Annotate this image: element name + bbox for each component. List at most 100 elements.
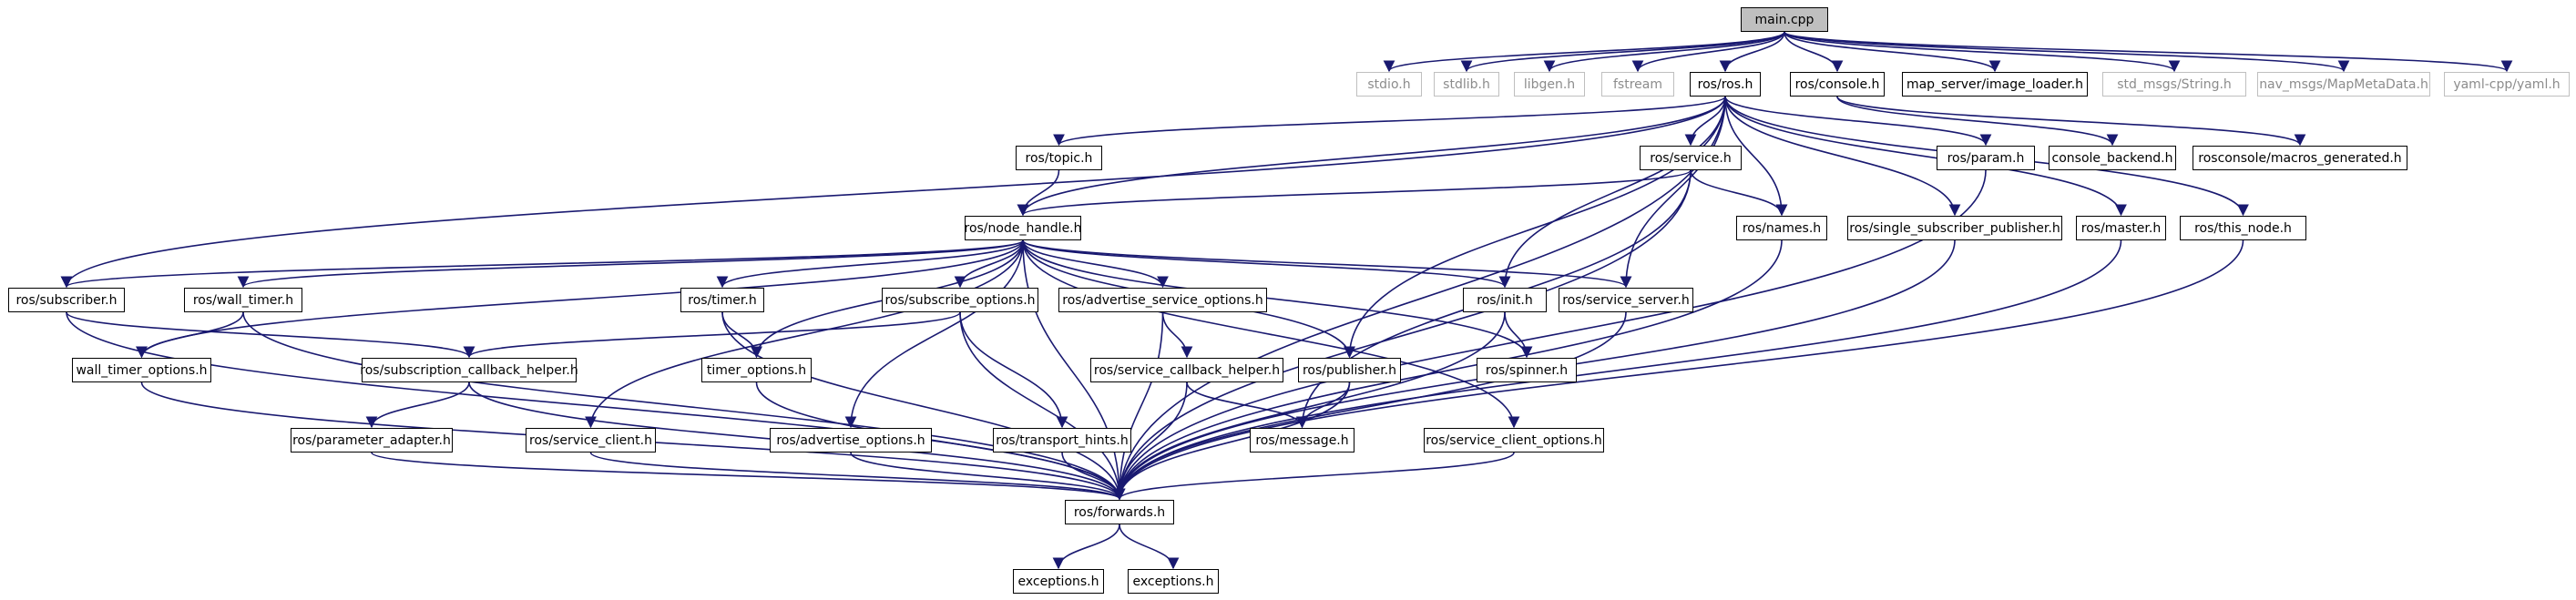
node-parameter-adapter-h[interactable]: ros/parameter_adapter.h <box>291 428 453 453</box>
node-ros-service-h[interactable]: ros/service.h <box>1640 146 1742 170</box>
edge-subscriber-to-subcbhelper <box>66 311 475 359</box>
node-exceptions-h-right[interactable]: exceptions.h <box>1128 569 1219 594</box>
edge-srvclient-to-forwards <box>589 452 1126 501</box>
edge-rosros-to-names <box>1724 96 1788 217</box>
edge-advsrvopts-to-forwards <box>1113 311 1164 501</box>
node-stdio-h[interactable]: stdio.h <box>1356 72 1422 97</box>
node-wall-timer-options-h[interactable]: wall_timer_options.h <box>72 358 211 382</box>
node-console-backend-h[interactable]: console_backend.h <box>2049 146 2176 170</box>
edge-service-to-forwards <box>1113 169 1692 501</box>
edge-nodehandle-to-spinner <box>1022 239 1533 359</box>
edge-advsrvopts-to-srvcbhelper <box>1161 311 1193 359</box>
edge-rosros-to-singlesub <box>1724 96 1961 217</box>
edge-service-to-names <box>1690 169 1788 217</box>
node-ros-spinner-h[interactable]: ros/spinner.h <box>1477 358 1577 382</box>
node-stdlib-h[interactable]: stdlib.h <box>1434 72 1499 97</box>
edge-timeropts-to-forwards <box>755 381 1126 501</box>
edge-nodehandle-to-advopts <box>844 239 1024 429</box>
node-macros-generated-h[interactable]: rosconsole/macros_generated.h <box>2193 146 2407 170</box>
edge-rosconsole-to-consolebk <box>1836 96 2119 147</box>
edge-rosros-to-forwards <box>1113 96 1726 501</box>
edge-nodehandle-to-advsrvopts <box>1022 239 1169 289</box>
edge-subopts-to-subcbhelper <box>463 311 961 359</box>
edge-names-to-forwards <box>1113 239 1783 501</box>
node-fstream[interactable]: fstream <box>1601 72 1674 97</box>
node-ros-this-node-h[interactable]: ros/this_node.h <box>2180 216 2306 240</box>
edge-main-to-imgloader <box>1784 31 2001 73</box>
node-service-callback-helper-h[interactable]: ros/service_callback_helper.h <box>1090 358 1283 382</box>
edge-nodehandle-to-forwards <box>1022 239 1126 501</box>
edge-walltimer-to-forwards <box>242 311 1126 501</box>
node-ros-subscriber-h[interactable]: ros/subscriber.h <box>8 288 125 312</box>
node-main-cpp[interactable]: main.cpp <box>1741 7 1828 32</box>
node-ros-master-h[interactable]: ros/master.h <box>2076 216 2166 240</box>
node-ros-param-h[interactable]: ros/param.h <box>1937 146 2035 170</box>
edge-main-to-rosconsole <box>1784 31 1844 73</box>
edge-init-to-forwards <box>1113 311 1506 501</box>
node-image-loader-h[interactable]: map_server/image_loader.h <box>1902 72 2088 97</box>
edge-subopts-to-transporthints <box>959 311 1068 429</box>
node-ros-ros-h[interactable]: ros/ros.h <box>1690 72 1761 97</box>
node-ros-console-h[interactable]: ros/console.h <box>1790 72 1885 97</box>
node-ros-node-handle-h[interactable]: ros/node_handle.h <box>965 216 1082 240</box>
edge-main-to-fstream <box>1631 31 1785 73</box>
node-ros-names-h[interactable]: ros/names.h <box>1736 216 1827 240</box>
edge-nodehandle-to-walltimer <box>237 239 1024 289</box>
edge-rosros-to-publisher <box>1344 96 1726 359</box>
node-libgen-h[interactable]: libgen.h <box>1514 72 1585 97</box>
node-timer-options-h[interactable]: timer_options.h <box>701 358 812 382</box>
node-ros-timer-h[interactable]: ros/timer.h <box>680 288 764 312</box>
node-service-client-h[interactable]: ros/service_client.h <box>526 428 656 453</box>
edge-rosros-to-subscriber <box>60 96 1726 289</box>
node-subscribe-options-h[interactable]: ros/subscribe_options.h <box>882 288 1038 312</box>
edge-main-to-stdio <box>1383 31 1785 73</box>
edge-nodehandle-to-srvclient <box>585 239 1024 429</box>
edge-srvserver-to-forwards <box>1113 311 1627 501</box>
edge-rosconsole-to-macros <box>1836 96 2306 147</box>
node-service-client-options-h[interactable]: ros/service_client_options.h <box>1424 428 1604 453</box>
node-advertise-options-h[interactable]: ros/advertise_options.h <box>770 428 932 453</box>
node-advertise-service-options-h[interactable]: ros/advertise_service_options.h <box>1058 288 1267 312</box>
node-service-server-h[interactable]: ros/service_server.h <box>1559 288 1693 312</box>
edge-subcbhelper-to-paramadapter <box>365 381 470 429</box>
edge-nodehandle-to-srvserver <box>1022 239 1632 289</box>
edge-main-to-stdstring <box>1784 31 2181 73</box>
edge-service-to-nodehandle <box>1017 169 1692 217</box>
edge-thisnode-to-forwards <box>1113 239 2244 501</box>
node-ros-wall-timer-h[interactable]: ros/wall_timer.h <box>184 288 302 312</box>
edge-main-to-rosros <box>1719 31 1785 73</box>
edge-forwards-to-exc1 <box>1052 524 1120 570</box>
node-ros-forwards-h[interactable]: ros/forwards.h <box>1065 500 1174 524</box>
node-ros-topic-h[interactable]: ros/topic.h <box>1016 146 1102 170</box>
node-yaml-cpp-yaml-h[interactable]: yaml-cpp/yaml.h <box>2444 72 2570 97</box>
edge-rosros-to-srvserver <box>1620 96 1726 289</box>
edge-advopts-to-forwards <box>850 452 1126 501</box>
edge-init-to-spinner <box>1504 311 1533 359</box>
edge-master-to-forwards <box>1113 239 2122 501</box>
node-nav-msgs-mapmetadata-h[interactable]: nav_msgs/MapMetaData.h <box>2257 72 2430 97</box>
edge-nodehandle-to-timer <box>716 239 1024 289</box>
node-exceptions-h-left[interactable]: exceptions.h <box>1013 569 1104 594</box>
node-subscription-callback-helper-h[interactable]: ros/subscription_callback_helper.h <box>360 358 578 382</box>
node-transport-hints-h[interactable]: ros/transport_hints.h <box>993 428 1131 453</box>
edge-nodehandle-to-init <box>1022 239 1511 289</box>
edge-walltimer-to-walltimeropts <box>136 311 244 359</box>
node-std-msgs-string-h[interactable]: std_msgs/String.h <box>2102 72 2246 97</box>
edge-forwards-to-exc2 <box>1119 524 1180 570</box>
node-single-subscriber-publisher-h[interactable]: ros/single_subscriber_publisher.h <box>1847 216 2062 240</box>
edge-main-to-navmeta <box>1784 31 2350 73</box>
edge-rosros-to-master <box>1724 96 2127 217</box>
edge-srvclientopts-to-forwards <box>1113 452 1515 501</box>
node-ros-publisher-h[interactable]: ros/publisher.h <box>1298 358 1401 382</box>
edge-subopts-to-forwards <box>959 311 1126 501</box>
edge-srvcbhelper-to-forwards <box>1113 381 1188 501</box>
node-ros-message-h[interactable]: ros/message.h <box>1250 428 1354 453</box>
edge-nodehandle-to-subscriber <box>61 239 1024 289</box>
edge-nodehandle-to-srvclientopts <box>1022 239 1520 429</box>
node-ros-init-h[interactable]: ros/init.h <box>1463 288 1547 312</box>
edge-topic-to-nodehandle <box>1017 169 1060 217</box>
edge-main-to-libgen <box>1543 31 1785 73</box>
edge-main-to-stdlib <box>1460 31 1785 73</box>
edge-paramadapter-to-forwards <box>371 452 1126 501</box>
